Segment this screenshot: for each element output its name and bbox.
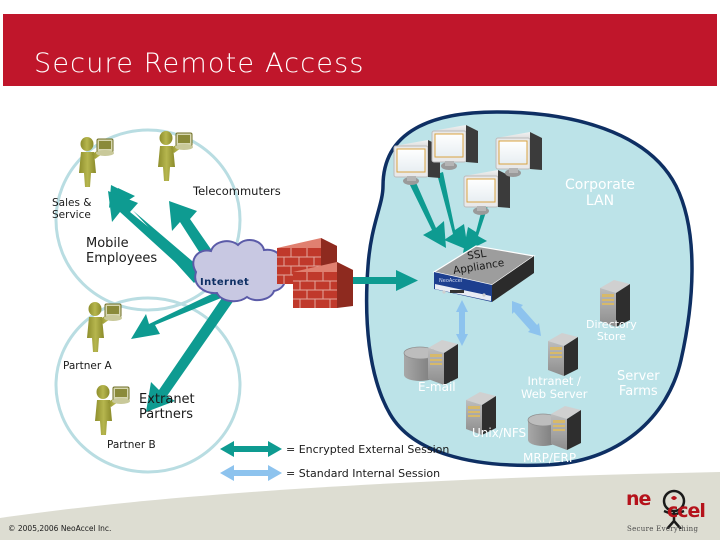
server-with-disk-icon-mrp-erp (527, 406, 581, 450)
person-with-laptop-icon-sales (79, 137, 114, 187)
title-banner: Secure Remote Access (3, 14, 717, 86)
neoaccel-logo: ne ccel Secure Everything (623, 487, 715, 537)
person-with-laptop-icon-partner-a (87, 302, 122, 352)
legend: = Encrypted External Session = Standard … (220, 437, 449, 485)
svg-text:NeoAccel: NeoAccel (439, 278, 462, 284)
crt-monitor-icon-4 (495, 132, 542, 177)
page-title: Secure Remote Access (34, 48, 365, 79)
server-with-disk-icon-email (403, 340, 458, 385)
double-arrow-icon-encrypted (220, 441, 282, 457)
logo-tagline: Secure Everything (627, 525, 699, 533)
logo-word-neo: ne (626, 488, 651, 510)
copyright-text: © 2005,2006 NeoAccel Inc. (8, 524, 112, 533)
logo-figure-icon (662, 489, 686, 529)
extranet-partners-circle (54, 296, 242, 474)
legend-label-internal: = Standard Internal Session (286, 466, 441, 480)
double-arrow-icon-internal (220, 465, 282, 481)
server-icon-directory-store (600, 280, 630, 327)
firewall-icon-front (293, 262, 353, 308)
crt-monitor-icon-2 (431, 125, 478, 170)
legend-item-encrypted: = Encrypted External Session (220, 437, 449, 461)
internal-session-arrows (456, 300, 541, 346)
logo-word-ccel: ccel (667, 500, 706, 522)
server-icon-intranet-web (548, 333, 578, 376)
crt-monitor-icon-1 (393, 140, 440, 185)
legend-label-encrypted: = Encrypted External Session (286, 442, 450, 456)
ssl-appliance-icon: NeoAccel (432, 245, 536, 302)
person-with-laptop-icon-partner-b (95, 385, 130, 435)
crt-monitor-icon-3 (463, 170, 510, 215)
mobile-employees-circle (54, 128, 242, 312)
person-with-laptop-icon-telecommuter (158, 131, 193, 181)
footer-swoosh (0, 472, 720, 540)
server-icon-unix-nfs (466, 392, 496, 435)
legend-item-internal: = Standard Internal Session (220, 461, 449, 485)
